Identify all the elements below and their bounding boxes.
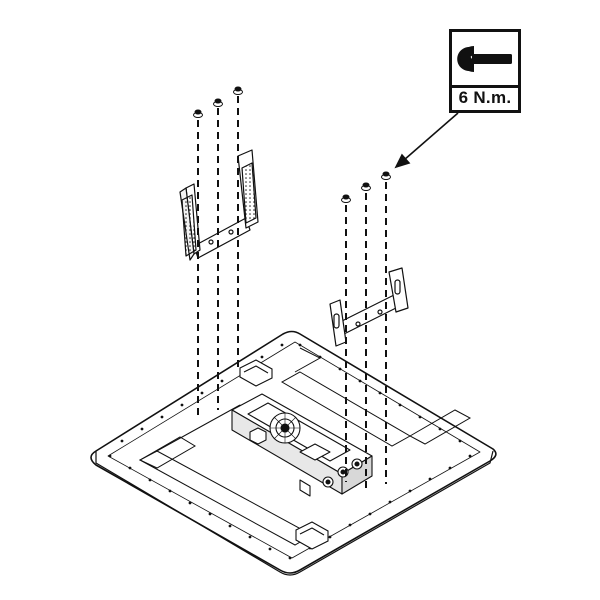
wrench-icon bbox=[457, 46, 512, 72]
screw-left-2 bbox=[213, 98, 223, 107]
screw-right-3 bbox=[381, 171, 391, 180]
screw-right-1 bbox=[341, 194, 351, 203]
torque-callout: 6 N.m. bbox=[449, 29, 521, 113]
screw-right-2 bbox=[361, 182, 371, 191]
screw-left-3 bbox=[233, 86, 243, 95]
screw-left-1 bbox=[193, 109, 203, 118]
torque-value: 6 N.m. bbox=[452, 85, 518, 110]
assembly-guide-lines bbox=[197, 96, 387, 492]
plate-holes bbox=[108, 343, 472, 560]
plate-clip-top bbox=[239, 359, 273, 387]
callout-arrow bbox=[394, 112, 459, 169]
plate-clip-bottom bbox=[295, 521, 329, 550]
right-bracket bbox=[329, 267, 409, 347]
driver-module bbox=[231, 393, 373, 497]
left-bracket bbox=[179, 149, 259, 261]
screws bbox=[193, 86, 391, 203]
